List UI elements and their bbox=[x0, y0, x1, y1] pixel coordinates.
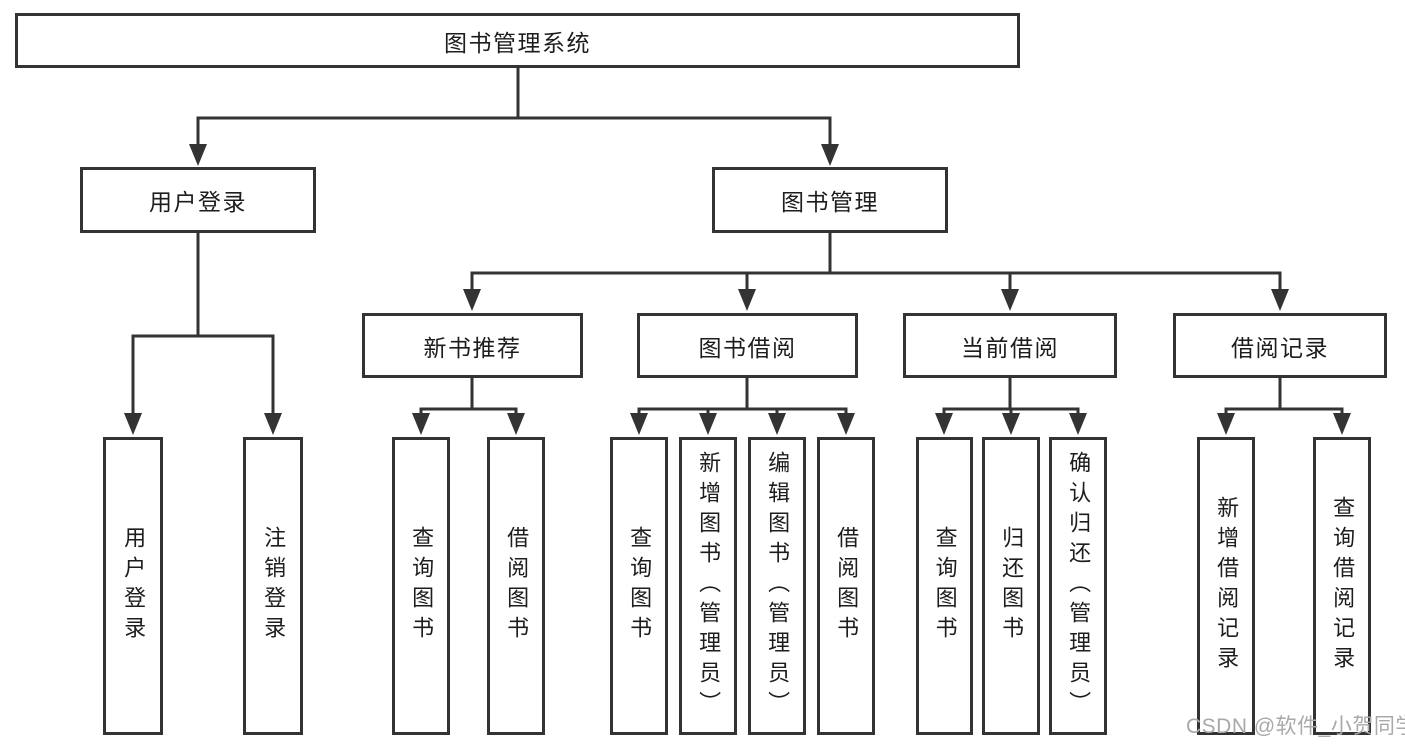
node-label: 查询借阅记录 bbox=[1330, 496, 1356, 676]
node-label: 借阅记录 bbox=[1231, 334, 1329, 361]
arrow-down-icon bbox=[738, 289, 756, 311]
node-label: 新书推荐 bbox=[423, 334, 522, 361]
arrow-down-icon bbox=[463, 289, 481, 311]
leaf-cb-query-books: 查询图书 bbox=[916, 437, 973, 735]
connector-user-login bbox=[131, 233, 275, 414]
arrow-down-icon bbox=[264, 413, 282, 435]
arrow-down-icon bbox=[630, 413, 648, 435]
node-label: 图书管理 bbox=[781, 189, 879, 215]
arrow-down-icon bbox=[1002, 413, 1020, 435]
connector-new-book-recommend bbox=[419, 378, 518, 414]
node-label: 用户登录 bbox=[121, 526, 147, 646]
arrow-down-icon bbox=[1001, 289, 1019, 311]
node-label: 查询图书 bbox=[932, 526, 958, 646]
connector-book-management bbox=[470, 233, 1282, 291]
arrow-down-icon bbox=[1069, 413, 1087, 435]
leaf-br-query-borrow-record: 查询借阅记录 bbox=[1313, 437, 1371, 735]
arrow-down-icon bbox=[189, 144, 207, 166]
node-label: 借阅图书 bbox=[504, 526, 530, 646]
csdn-watermark: CSDN @软件_小贺同学 bbox=[1186, 715, 1405, 738]
leaf-bb-edit-books-admin: 编辑图书（管理员） bbox=[748, 437, 806, 735]
connector-book-borrow bbox=[637, 378, 848, 414]
leaf-cb-return-books: 归还图书 bbox=[982, 437, 1040, 735]
arrow-down-icon bbox=[821, 144, 839, 166]
node-current-borrow: 当前借阅 bbox=[903, 313, 1117, 378]
node-label: 图书借阅 bbox=[698, 334, 797, 361]
leaf-nbr-borrow-books: 借阅图书 bbox=[487, 437, 545, 735]
node-label: 编辑图书（管理员） bbox=[765, 451, 791, 721]
leaf-br-add-borrow-record: 新增借阅记录 bbox=[1197, 437, 1255, 735]
node-borrow-records: 借阅记录 bbox=[1173, 313, 1387, 378]
leaf-bb-borrow-books: 借阅图书 bbox=[817, 437, 875, 735]
leaf-cb-confirm-return-admin: 确认归还（管理员） bbox=[1049, 437, 1107, 735]
leaf-user-login: 用户登录 bbox=[103, 437, 163, 735]
leaf-logout-login: 注销登录 bbox=[243, 437, 303, 735]
node-label: 图书管理系统 bbox=[444, 29, 591, 56]
leaf-nbr-query-books: 查询图书 bbox=[392, 437, 450, 735]
arrow-down-icon bbox=[1271, 289, 1289, 311]
arrow-down-icon bbox=[507, 413, 525, 435]
node-label: 新增图书（管理员） bbox=[696, 451, 722, 721]
node-label: 查询图书 bbox=[409, 526, 435, 646]
arrow-down-icon bbox=[1217, 413, 1235, 435]
node-book-management: 图书管理 bbox=[712, 167, 948, 233]
connector-borrow-records bbox=[1224, 378, 1344, 414]
node-label: 借阅图书 bbox=[834, 526, 860, 646]
arrow-down-icon bbox=[412, 413, 430, 435]
leaf-bb-query-books: 查询图书 bbox=[610, 437, 668, 735]
node-label: 注销登录 bbox=[261, 526, 287, 646]
node-label: 确认归还（管理员） bbox=[1066, 451, 1092, 721]
arrow-down-icon bbox=[1333, 413, 1351, 435]
node-label: 新增借阅记录 bbox=[1214, 496, 1240, 676]
arrow-down-icon bbox=[837, 413, 855, 435]
arrow-down-icon bbox=[699, 413, 717, 435]
node-root-system: 图书管理系统 bbox=[15, 13, 1020, 68]
node-label: 当前借阅 bbox=[961, 334, 1059, 361]
leaf-bb-add-books-admin: 新增图书（管理员） bbox=[679, 437, 737, 735]
node-book-borrow: 图书借阅 bbox=[637, 313, 858, 378]
connector-current-borrow bbox=[942, 378, 1080, 414]
node-new-book-recommend: 新书推荐 bbox=[362, 313, 583, 378]
arrow-down-icon bbox=[124, 413, 142, 435]
node-user-login: 用户登录 bbox=[80, 167, 316, 233]
connector-root bbox=[196, 68, 832, 145]
arrow-down-icon bbox=[768, 413, 786, 435]
node-label: 用户登录 bbox=[149, 189, 247, 215]
node-label: 查询图书 bbox=[627, 526, 653, 646]
arrow-down-icon bbox=[935, 413, 953, 435]
node-label: 归还图书 bbox=[999, 526, 1025, 646]
